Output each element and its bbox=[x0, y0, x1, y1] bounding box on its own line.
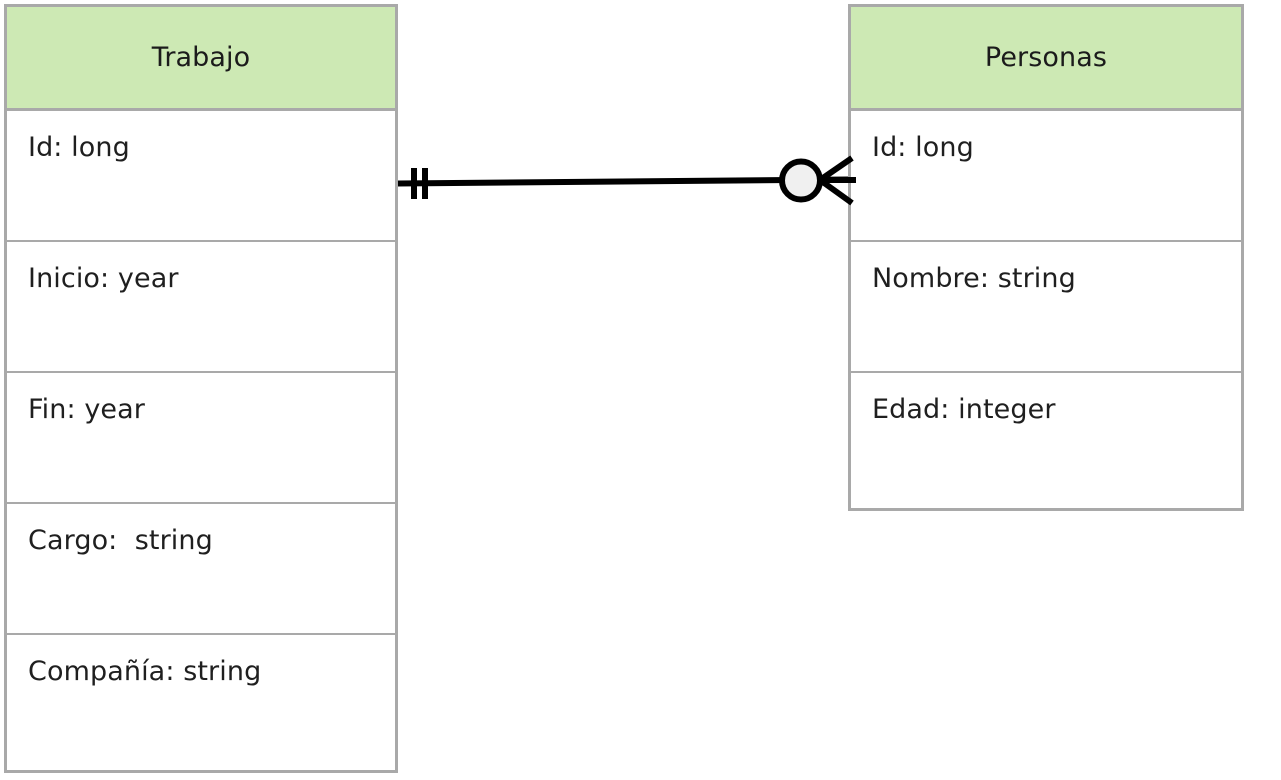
attribute-row[interactable]: Compañía: string bbox=[28, 656, 262, 687]
attribute-row[interactable]: Nombre: string bbox=[851, 242, 1241, 373]
entity-trabajo-title: Trabajo bbox=[7, 7, 395, 111]
entity-personas-attributes: Id: long Nombre: string Edad: integer bbox=[851, 111, 1241, 504]
attribute-row[interactable]: Cargo: string bbox=[7, 504, 395, 635]
attribute-row[interactable]: Id: long bbox=[851, 111, 1241, 242]
entity-trabajo[interactable]: Trabajo Id: long Inicio: year Fin: year … bbox=[4, 4, 398, 773]
entity-personas-title: Personas bbox=[851, 7, 1241, 111]
entity-trabajo-attributes: Id: long Inicio: year Fin: year Cargo: s… bbox=[7, 111, 395, 766]
cardinality-zero-circle-icon bbox=[779, 158, 823, 203]
attribute-row[interactable]: Fin: year bbox=[7, 373, 395, 504]
attribute-row[interactable]: Id: long bbox=[7, 111, 395, 242]
cardinality-zero-or-many-icon bbox=[779, 155, 856, 206]
relationship-connector-trabajo-personas[interactable] bbox=[390, 140, 860, 230]
cardinality-one-and-only-one-icon bbox=[411, 168, 428, 199]
attribute-row[interactable]: Inicio: year bbox=[7, 242, 395, 373]
attribute-row[interactable]: Edad: integer bbox=[872, 394, 1056, 425]
relationship-line bbox=[397, 176, 849, 187]
entity-personas[interactable]: Personas Id: long Nombre: string Edad: i… bbox=[848, 4, 1244, 511]
